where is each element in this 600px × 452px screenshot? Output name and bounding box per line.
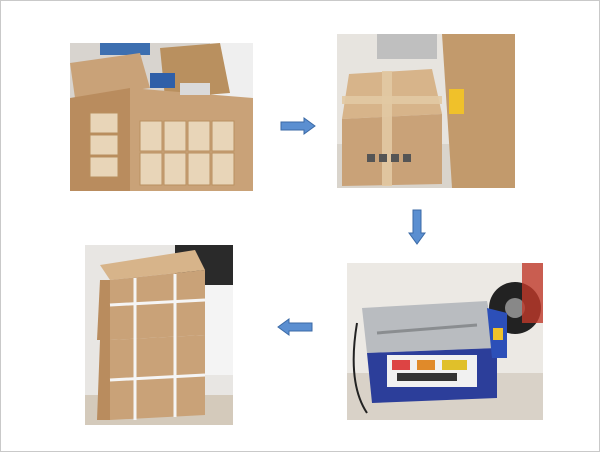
strapping-machine-photo xyxy=(347,263,543,420)
arrow-left-icon xyxy=(277,318,313,336)
strapped-cartons-photo xyxy=(85,245,233,425)
arrow-right-icon xyxy=(280,117,316,135)
taped-carton-photo xyxy=(337,34,515,188)
open-carton-photo xyxy=(70,43,253,191)
arrow-down-icon xyxy=(408,209,426,245)
